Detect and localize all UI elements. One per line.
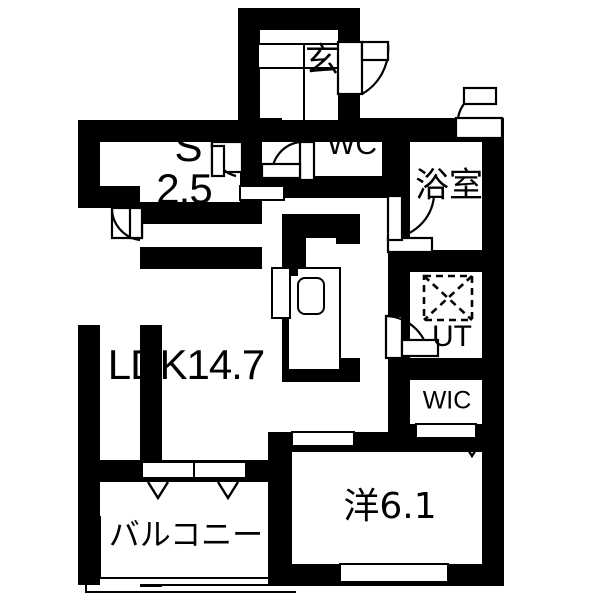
label-service-room-size: 2.5 xyxy=(156,165,211,212)
washing-machine-pan xyxy=(422,274,474,322)
label-toilet-room: WC xyxy=(327,128,377,161)
corridor-opening xyxy=(239,185,285,201)
label-living-dining-kitchen: LDK14.7 xyxy=(108,341,264,388)
label-utility-room: UT xyxy=(432,320,472,353)
shoe-cabinet xyxy=(257,43,341,120)
entrance-door[interactable] xyxy=(336,40,390,96)
toilet-door[interactable] xyxy=(260,140,316,182)
balcony-railing xyxy=(85,500,296,593)
label-service-room: S xyxy=(174,123,201,170)
label-walk-in-closet: WIC xyxy=(423,387,472,415)
label-entrance-hall: 玄 xyxy=(305,41,339,81)
fixtures xyxy=(257,43,474,371)
service-room-door-west[interactable] xyxy=(110,206,144,242)
bedroom-window xyxy=(339,563,449,583)
service-room-door[interactable] xyxy=(210,140,244,178)
doors-and-openings xyxy=(85,40,504,593)
walk-in-closet-door[interactable] xyxy=(415,423,484,459)
balcony-sliding-door[interactable] xyxy=(141,461,247,501)
label-balcony: バルコニー xyxy=(109,518,263,554)
bedroom-door[interactable] xyxy=(291,431,355,447)
bathroom-outer-door[interactable] xyxy=(454,86,504,140)
utility-door[interactable] xyxy=(384,314,440,360)
label-bathroom: 浴室 xyxy=(415,166,483,206)
bathroom-door[interactable] xyxy=(386,194,436,254)
kitchen-counter xyxy=(271,240,341,371)
label-western-room: 洋6.1 xyxy=(343,486,436,527)
room-labels: 玄 S 2.5 WC 浴室 UT WIC LDK14.7 洋6.1 バルコニー xyxy=(108,41,483,554)
